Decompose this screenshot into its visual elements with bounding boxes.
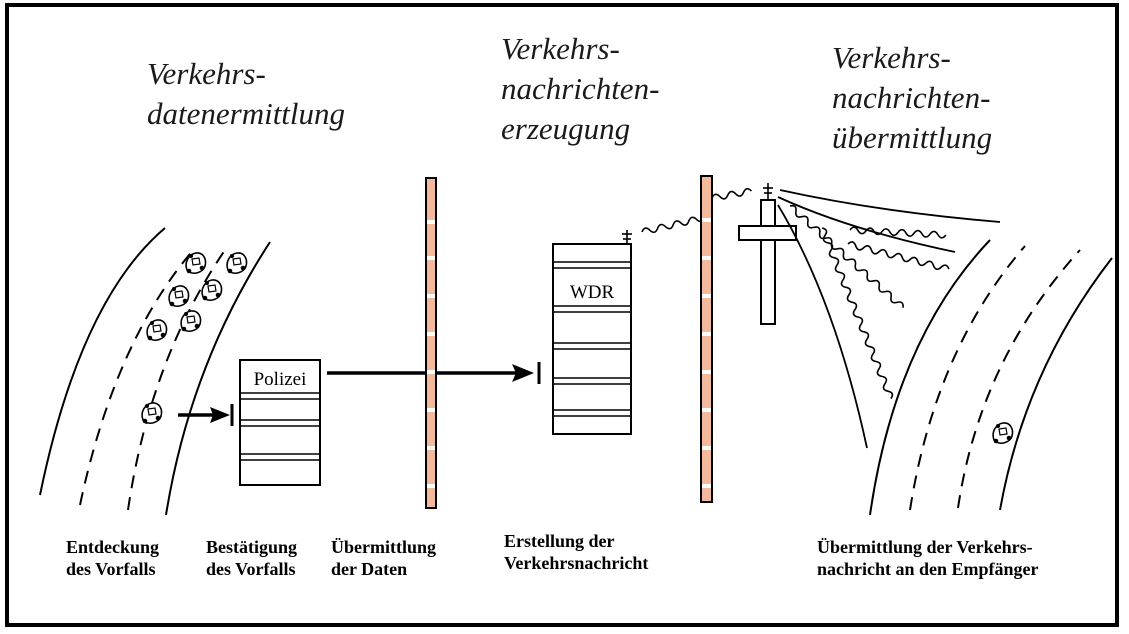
- caption-line: nachricht an den Empfänger: [817, 559, 1039, 579]
- caption-line: des Vorfalls: [206, 559, 296, 579]
- car-icon: [141, 402, 163, 425]
- transmission-tower-icon: [738, 183, 797, 325]
- caption-detection: Entdeckung des Vorfalls: [66, 536, 159, 580]
- caption-line: Entdeckung: [66, 537, 160, 557]
- car-icon: [992, 422, 1014, 445]
- separator-pole-left: [425, 177, 437, 509]
- broadcaster-building: WDR: [552, 243, 632, 435]
- heading-line: nachrichten-: [501, 71, 660, 106]
- heading-data-collection: Verkehrs- datenermittlung: [147, 54, 345, 134]
- heading-line: erzeugung: [501, 111, 631, 146]
- heading-line: nachrichten-: [832, 80, 991, 115]
- broadcaster-label: WDR: [570, 282, 615, 303]
- car-icon: [185, 252, 207, 275]
- police-building: Polizei: [239, 359, 321, 486]
- caption-line: des Vorfalls: [66, 559, 156, 579]
- heading-line: Verkehrs-: [832, 40, 951, 75]
- car-icon: [180, 310, 202, 333]
- road-left: [39, 227, 271, 516]
- heading-line: Verkehrs-: [501, 31, 620, 66]
- caption-message-delivery: Übermittlung der Verkehrs- nachricht an …: [817, 536, 1039, 580]
- caption-line: Übermittlung: [331, 537, 436, 557]
- heading-message-generation: Verkehrs- nachrichten- erzeugung: [501, 29, 659, 149]
- broadcast-fan: [777, 189, 1001, 449]
- heading-line: Verkehrs-: [147, 56, 266, 91]
- caption-message-creation: Erstellung der Verkehrsnachricht: [504, 530, 648, 574]
- caption-line: der Daten: [331, 559, 408, 579]
- arrow-icon: [327, 362, 541, 384]
- heading-line: datenermittlung: [147, 96, 346, 131]
- radio-wave-icon: [641, 187, 752, 234]
- heading-message-transmission: Verkehrs- nachrichten- übermittlung: [832, 38, 992, 158]
- diagram-frame: [5, 3, 1119, 627]
- arrow-icon: [178, 404, 234, 426]
- caption-confirmation: Bestätigung des Vorfalls: [206, 536, 297, 580]
- caption-line: Übermittlung der Verkehrs-: [817, 537, 1033, 557]
- antenna-icon: [622, 230, 632, 244]
- radio-wave-icon: [789, 204, 950, 400]
- caption-data-transfer: Übermittlung der Daten: [331, 536, 436, 580]
- heading-line: übermittlung: [832, 120, 993, 155]
- road-right: [869, 239, 1113, 516]
- caption-line: Verkehrsnachricht: [504, 553, 649, 573]
- separator-pole-right: [700, 175, 713, 503]
- car-icon: [146, 319, 168, 342]
- police-label: Polizei: [254, 369, 307, 390]
- car-icon: [226, 252, 248, 275]
- caption-line: Erstellung der: [504, 531, 615, 551]
- car-icon: [168, 285, 190, 308]
- car-icon: [201, 279, 223, 302]
- caption-line: Bestätigung: [206, 537, 298, 557]
